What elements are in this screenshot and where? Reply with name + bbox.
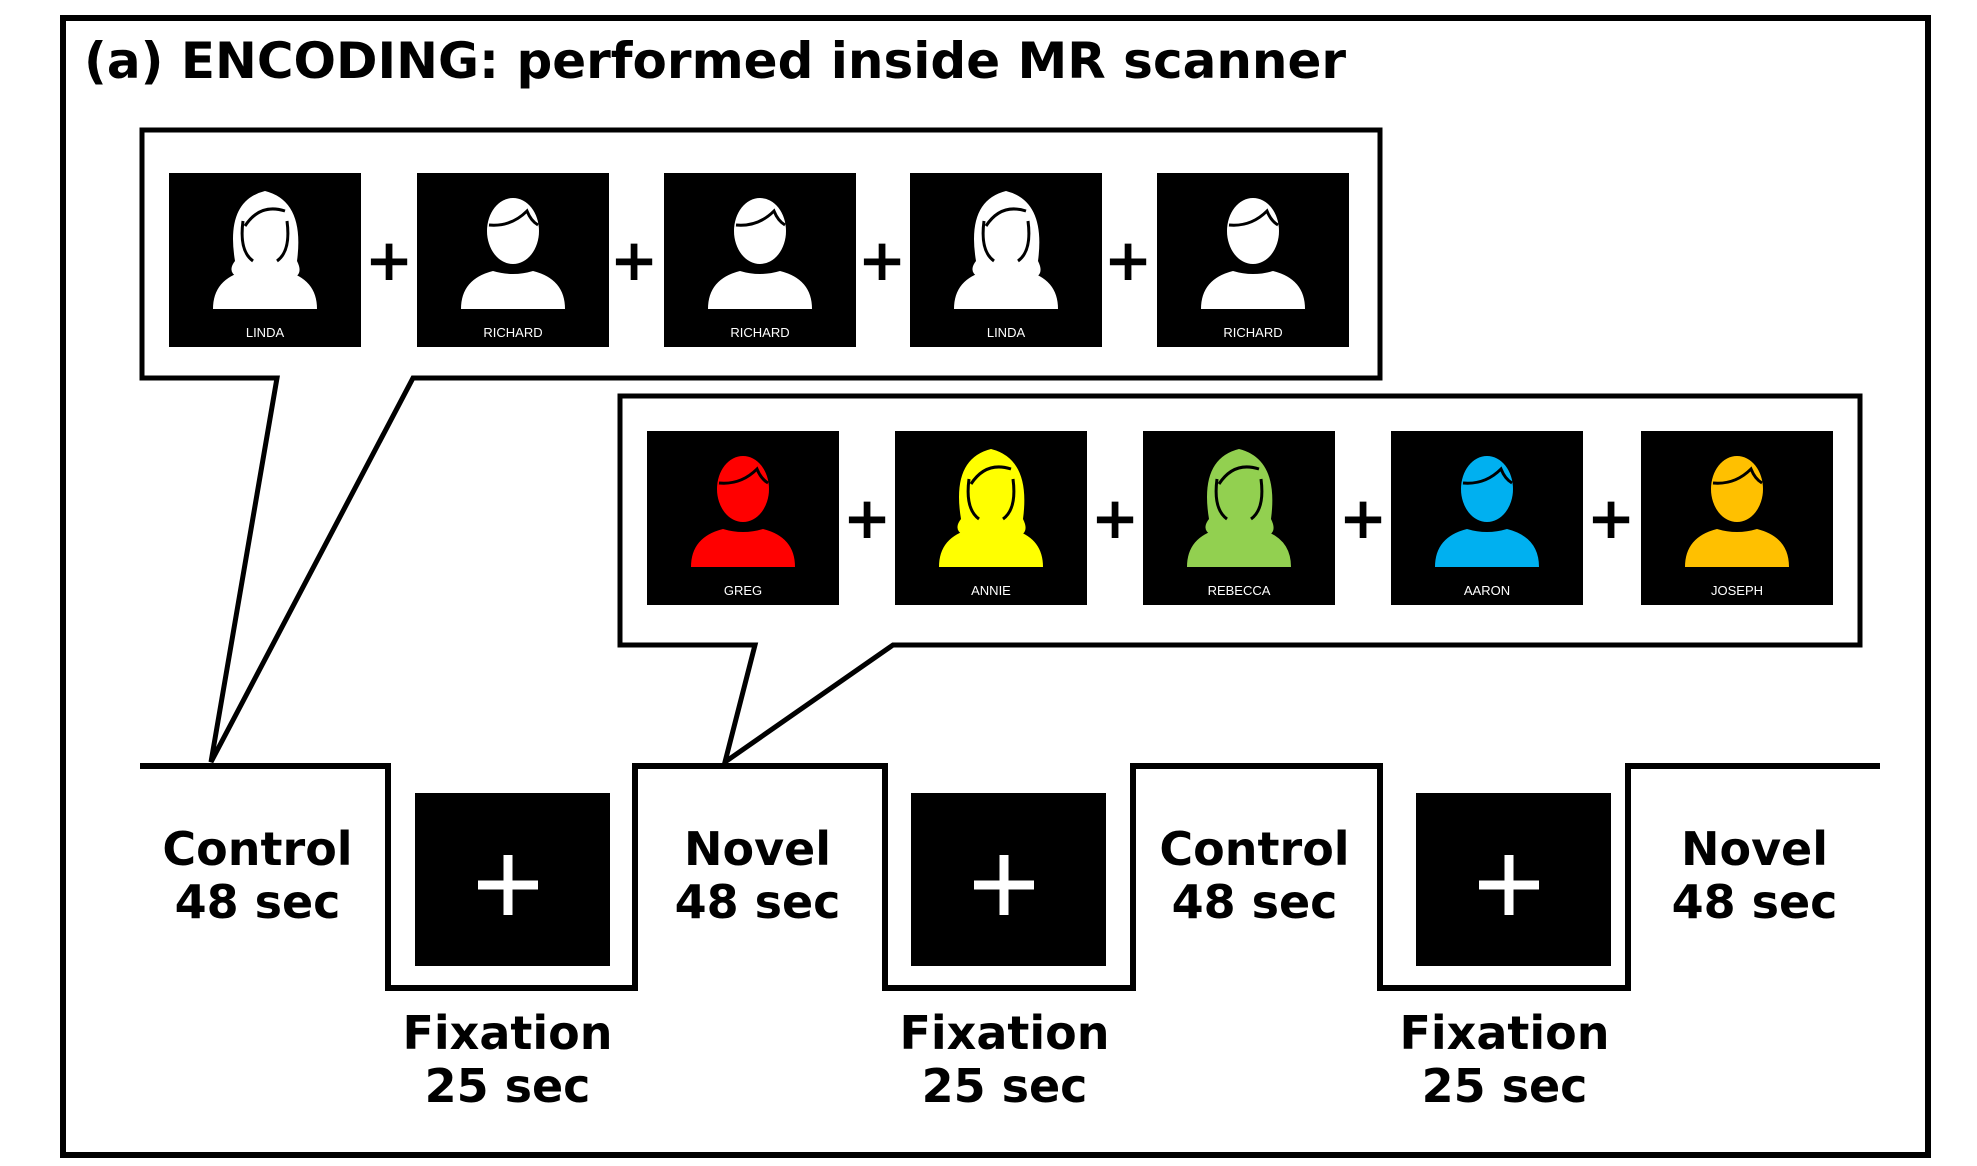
control-face-row: LINDA RICHARD RICHARD LINDA RICHARD + + + +	[169, 173, 1349, 347]
face-name-label: RICHARD	[730, 325, 789, 340]
male-person-icon	[1201, 198, 1305, 309]
face-card: AARON	[1391, 431, 1583, 605]
face-card: LINDA	[169, 173, 361, 347]
male-person-icon	[691, 456, 795, 567]
face-card: JOSEPH	[1641, 431, 1833, 605]
block-label-novel-2: Novel 48 sec	[1647, 823, 1862, 929]
plus-separator: +	[1339, 484, 1388, 552]
novel-face-row: GREG ANNIE REBECCA AARON JOSEPH + + + +	[647, 431, 1833, 605]
block-label-novel-1: Novel 48 sec	[650, 823, 865, 929]
face-card: RICHARD	[1157, 173, 1349, 347]
plus-separator: +	[1091, 484, 1140, 552]
face-card: REBECCA	[1143, 431, 1335, 605]
face-card: LINDA	[910, 173, 1102, 347]
block-name: Fixation	[899, 1006, 1110, 1060]
block-duration: 48 sec	[174, 874, 341, 929]
male-person-icon	[461, 198, 565, 309]
face-name-label: JOSEPH	[1711, 583, 1763, 598]
fixation-screen-2	[911, 793, 1106, 966]
face-name-label: ANNIE	[971, 583, 1011, 598]
plus-separator: +	[843, 484, 892, 552]
block-duration: 25 sec	[921, 1058, 1088, 1113]
female-person-icon	[1187, 449, 1291, 567]
block-duration: 25 sec	[1421, 1058, 1588, 1113]
block-name: Novel	[1680, 822, 1829, 876]
female-person-icon	[954, 191, 1058, 309]
face-name-label: LINDA	[987, 325, 1026, 340]
face-card: RICHARD	[664, 173, 856, 347]
face-name-label: LINDA	[246, 325, 285, 340]
male-person-icon	[1685, 456, 1789, 567]
fixation-cross	[478, 855, 538, 915]
fixation-screen-3	[1416, 793, 1611, 966]
figure-title: (a) ENCODING: performed inside MR scanne…	[84, 32, 1347, 90]
fixation-cross	[1479, 855, 1539, 915]
plus-separator: +	[610, 226, 659, 294]
male-person-icon	[708, 198, 812, 309]
female-person-icon	[213, 191, 317, 309]
plus-separator: +	[858, 226, 907, 294]
block-label-fixation-1: Fixation 25 sec	[400, 1007, 615, 1113]
block-duration: 25 sec	[424, 1058, 591, 1113]
face-name-label: AARON	[1464, 583, 1510, 598]
block-duration: 48 sec	[1171, 874, 1338, 929]
plus-separator: +	[1104, 226, 1153, 294]
block-name: Fixation	[402, 1006, 613, 1060]
fixation-screen-1	[415, 793, 610, 966]
face-card: ANNIE	[895, 431, 1087, 605]
timeline-step-line	[140, 763, 1880, 991]
face-name-label: RICHARD	[1223, 325, 1282, 340]
block-label-control-2: Control 48 sec	[1147, 823, 1362, 929]
female-person-icon	[939, 449, 1043, 567]
face-name-label: REBECCA	[1208, 583, 1271, 598]
face-card: RICHARD	[417, 173, 609, 347]
face-card: GREG	[647, 431, 839, 605]
face-name-label: RICHARD	[483, 325, 542, 340]
face-name-label: GREG	[724, 583, 762, 598]
block-name: Novel	[683, 822, 832, 876]
block-duration: 48 sec	[674, 874, 841, 929]
plus-separator: +	[1587, 484, 1636, 552]
male-person-icon	[1435, 456, 1539, 567]
block-label-fixation-3: Fixation 25 sec	[1397, 1007, 1612, 1113]
block-duration: 48 sec	[1671, 874, 1838, 929]
block-label-control-1: Control 48 sec	[150, 823, 365, 929]
fixation-cross	[974, 855, 1034, 915]
plus-separator: +	[365, 226, 414, 294]
block-name: Fixation	[1399, 1006, 1610, 1060]
block-name: Control	[162, 822, 353, 876]
block-name: Control	[1159, 822, 1350, 876]
outer-frame	[60, 15, 1931, 1158]
block-label-fixation-2: Fixation 25 sec	[897, 1007, 1112, 1113]
